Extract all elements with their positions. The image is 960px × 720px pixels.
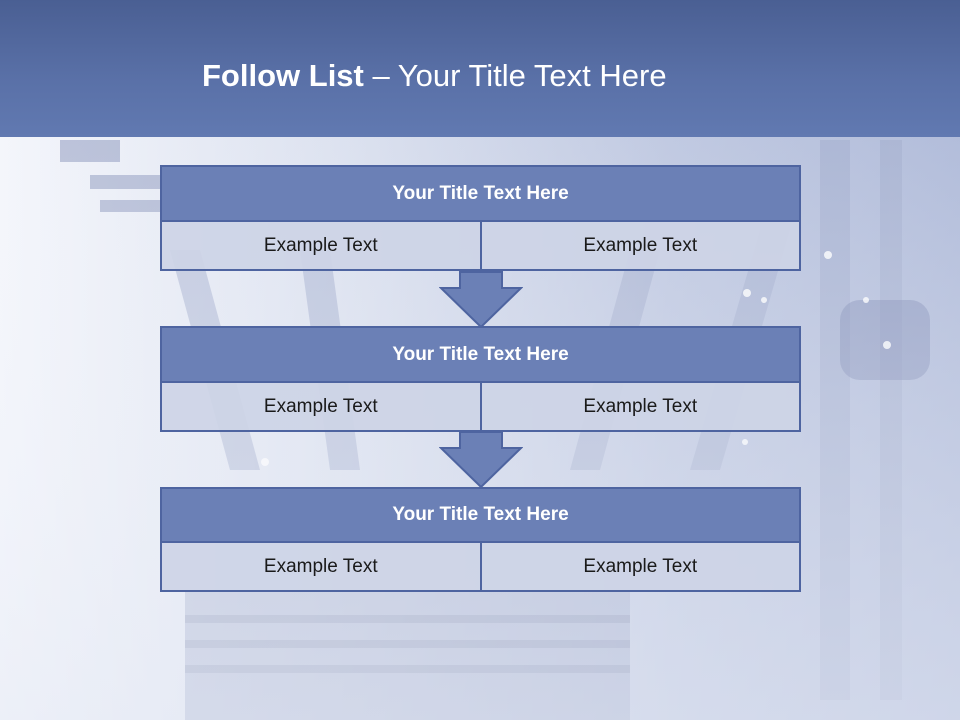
block-cell-right: Example Text bbox=[481, 383, 801, 432]
block-cell-left: Example Text bbox=[160, 383, 482, 432]
block-row: Example Text Example Text bbox=[160, 222, 801, 271]
block-title: Your Title Text Here bbox=[160, 165, 801, 222]
block-cell-left: Example Text bbox=[160, 543, 482, 592]
block-row: Example Text Example Text bbox=[160, 543, 801, 592]
page-title-rest: – Your Title Text Here bbox=[363, 58, 667, 93]
block-cell-right: Example Text bbox=[481, 543, 801, 592]
block-title: Your Title Text Here bbox=[160, 487, 801, 543]
page-title: Follow List – Your Title Text Here bbox=[202, 56, 667, 96]
down-arrow-icon bbox=[439, 271, 523, 329]
block-row: Example Text Example Text bbox=[160, 383, 801, 432]
list-block-3: Your Title Text Here Example Text Exampl… bbox=[160, 487, 801, 592]
header-bar: Follow List – Your Title Text Here bbox=[0, 0, 960, 137]
block-cell-right: Example Text bbox=[481, 222, 801, 271]
block-cell-left: Example Text bbox=[160, 222, 482, 271]
block-title: Your Title Text Here bbox=[160, 326, 801, 383]
list-block-2: Your Title Text Here Example Text Exampl… bbox=[160, 326, 801, 432]
page-title-bold: Follow List bbox=[202, 58, 364, 93]
down-arrow-icon bbox=[439, 431, 523, 489]
list-block-1: Your Title Text Here Example Text Exampl… bbox=[160, 165, 801, 271]
